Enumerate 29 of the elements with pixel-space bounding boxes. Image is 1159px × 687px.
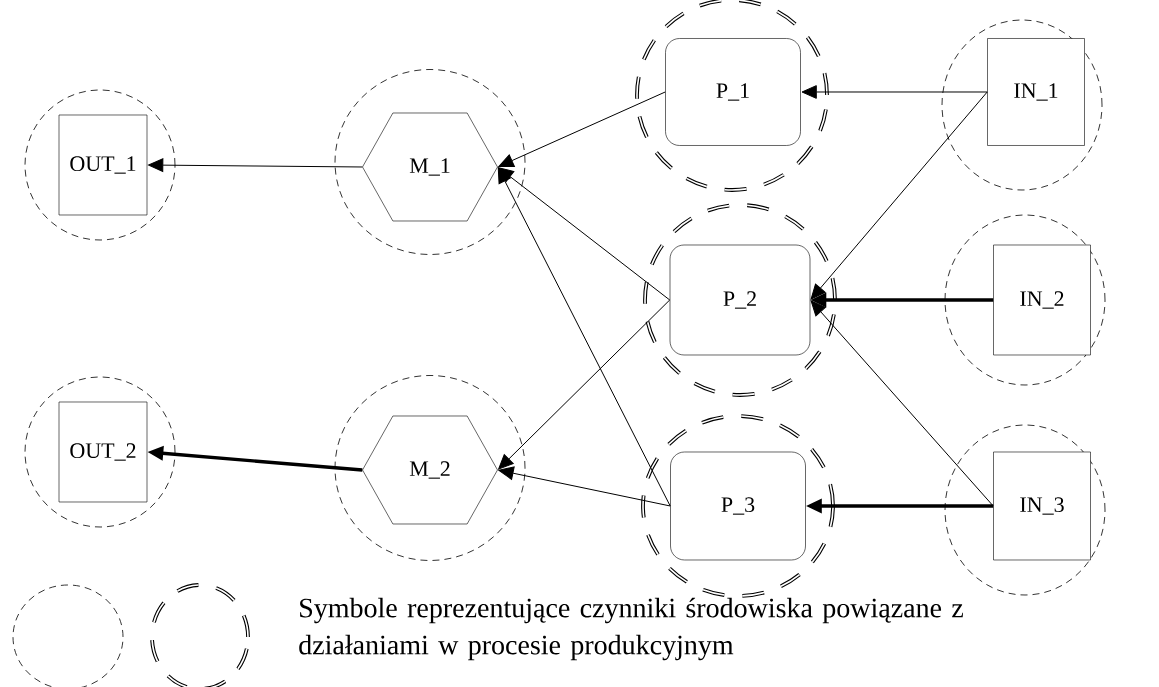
- environment-factor-circle: [944, 214, 1106, 386]
- environment-factor-circle: [334, 69, 526, 255]
- arrow: [498, 299, 671, 470]
- environment-factor-circle: [334, 375, 526, 561]
- hexagon-node: M_1: [362, 112, 498, 222]
- arrow: [497, 167, 671, 507]
- hexagon-node: M_2: [362, 415, 498, 525]
- environment-factor-circle: [641, 414, 835, 598]
- arrow: [148, 158, 363, 172]
- arrow: [801, 85, 988, 99]
- box-node: IN_1: [987, 38, 1085, 146]
- environment-factor-circle: [635, 0, 829, 192]
- rounded-box-node: P_1: [665, 38, 801, 146]
- box-node: IN_3: [993, 451, 1091, 561]
- environment-factor-circle: [24, 376, 176, 528]
- arrow: [810, 300, 994, 507]
- environment-factor-circle: [941, 19, 1103, 191]
- arrow: [498, 91, 666, 167]
- legend-text: Symbole reprezentujące czynniki środowiska powiązane z działaniami w procesie produkcyjnym: [299, 597, 963, 661]
- environment-factor-circle: [643, 203, 837, 397]
- rounded-box-node: P_3: [670, 451, 806, 561]
- arrow: [498, 466, 671, 507]
- environment-factor-circle: [24, 89, 176, 241]
- box-node: OUT_2: [58, 401, 148, 503]
- box-node: IN_2: [993, 244, 1091, 356]
- box-node: OUT_1: [58, 114, 148, 216]
- arrow: [810, 91, 988, 300]
- rounded-box-node: P_2: [669, 244, 811, 356]
- environment-factor-circle: [944, 424, 1106, 596]
